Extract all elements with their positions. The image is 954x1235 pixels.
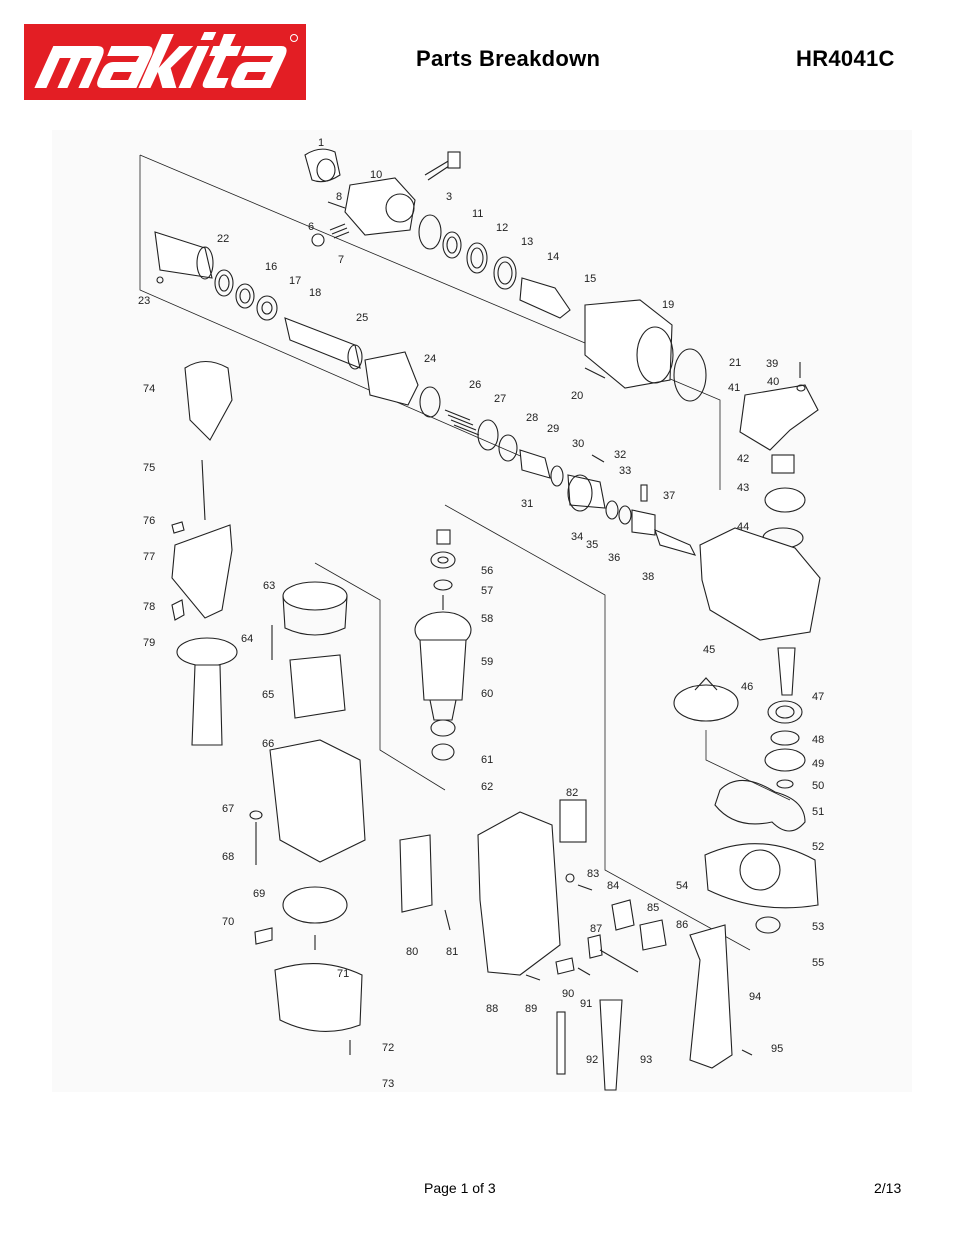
part-label-73: 73	[382, 1078, 394, 1090]
part-label-11: 11	[472, 208, 483, 220]
part-label-35: 35	[586, 539, 598, 551]
part-label-70: 70	[222, 916, 234, 928]
part-label-23: 23	[138, 295, 150, 307]
part-label-34: 34	[571, 531, 583, 543]
page-number: Page 1 of 3	[424, 1180, 496, 1196]
part-label-49: 49	[812, 758, 824, 770]
part-label-52: 52	[812, 841, 824, 853]
part-label-30: 30	[572, 438, 584, 450]
part-label-20: 20	[571, 390, 583, 402]
part-label-74: 74	[143, 383, 155, 395]
part-label-12: 12	[496, 222, 508, 234]
part-labels: 1367810111213141516171819202122232425262…	[138, 137, 824, 1090]
part-label-42: 42	[737, 453, 749, 465]
part-label-68: 68	[222, 851, 234, 863]
part-label-6: 6	[308, 221, 314, 233]
part-label-17: 17	[289, 275, 301, 287]
part-label-92: 92	[586, 1054, 598, 1066]
part-label-89: 89	[525, 1003, 537, 1015]
part-label-24: 24	[424, 353, 436, 365]
part-label-21: 21	[729, 357, 741, 369]
part-label-65: 65	[262, 689, 274, 701]
part-label-50: 50	[812, 780, 824, 792]
part-label-63: 63	[263, 580, 275, 592]
part-label-27: 27	[494, 393, 506, 405]
part-label-91: 91	[580, 998, 592, 1010]
part-label-10: 10	[370, 169, 382, 181]
part-label-72: 72	[382, 1042, 394, 1054]
part-label-19: 19	[662, 299, 674, 311]
part-label-31: 31	[521, 498, 533, 510]
part-label-57: 57	[481, 585, 493, 597]
part-label-85: 85	[647, 902, 659, 914]
part-label-48: 48	[812, 734, 824, 746]
part-label-18: 18	[309, 287, 321, 299]
part-label-80: 80	[406, 946, 418, 958]
part-label-3: 3	[446, 191, 452, 203]
part-label-1: 1	[318, 137, 324, 149]
part-label-40: 40	[767, 376, 779, 388]
part-label-64: 64	[241, 633, 253, 645]
part-label-59: 59	[481, 656, 493, 668]
part-label-77: 77	[143, 551, 155, 563]
part-label-78: 78	[143, 601, 155, 613]
part-label-56: 56	[481, 565, 493, 577]
part-label-39: 39	[766, 358, 778, 370]
part-label-28: 28	[526, 412, 538, 424]
part-label-87: 87	[590, 923, 602, 935]
part-label-53: 53	[812, 921, 824, 933]
part-label-47: 47	[812, 691, 824, 703]
part-label-90: 90	[562, 988, 574, 1000]
part-label-75: 75	[143, 462, 155, 474]
part-label-43: 43	[737, 482, 749, 494]
part-label-7: 7	[338, 254, 344, 266]
part-label-71: 71	[337, 968, 349, 980]
part-label-25: 25	[356, 312, 368, 324]
part-label-76: 76	[143, 515, 155, 527]
part-label-32: 32	[614, 449, 626, 461]
part-label-36: 36	[608, 552, 620, 564]
makita-logo	[24, 24, 306, 100]
part-label-94: 94	[749, 991, 761, 1003]
part-label-69: 69	[253, 888, 265, 900]
part-label-13: 13	[521, 236, 533, 248]
page-title: Parts Breakdown	[416, 46, 601, 71]
part-label-55: 55	[812, 957, 824, 969]
part-label-37: 37	[663, 490, 675, 502]
part-label-8: 8	[336, 191, 342, 203]
part-label-14: 14	[547, 251, 559, 263]
part-label-61: 61	[481, 754, 493, 766]
part-label-88: 88	[486, 1003, 498, 1015]
part-label-82: 82	[566, 787, 578, 799]
part-label-51: 51	[812, 806, 824, 818]
part-label-66: 66	[262, 738, 274, 750]
part-label-60: 60	[481, 688, 493, 700]
part-label-81: 81	[446, 946, 458, 958]
part-label-22: 22	[217, 233, 229, 245]
part-label-86: 86	[676, 919, 688, 931]
part-label-16: 16	[265, 261, 277, 273]
part-label-95: 95	[771, 1043, 783, 1055]
revision-date: 2/13	[874, 1180, 902, 1196]
part-label-44: 44	[737, 521, 749, 533]
part-label-26: 26	[469, 379, 481, 391]
part-label-93: 93	[640, 1054, 652, 1066]
part-label-58: 58	[481, 613, 493, 625]
part-label-29: 29	[547, 423, 559, 435]
part-label-45: 45	[703, 644, 715, 656]
part-label-83: 83	[587, 868, 599, 880]
part-label-41: 41	[728, 382, 740, 394]
part-label-79: 79	[143, 637, 155, 649]
part-label-67: 67	[222, 803, 234, 815]
part-label-84: 84	[607, 880, 619, 892]
model-number: HR4041C	[796, 46, 895, 71]
part-label-46: 46	[741, 681, 753, 693]
part-label-62: 62	[481, 781, 493, 793]
part-label-54: 54	[676, 880, 688, 892]
part-label-15: 15	[584, 273, 596, 285]
part-label-38: 38	[642, 571, 654, 583]
part-label-33: 33	[619, 465, 631, 477]
